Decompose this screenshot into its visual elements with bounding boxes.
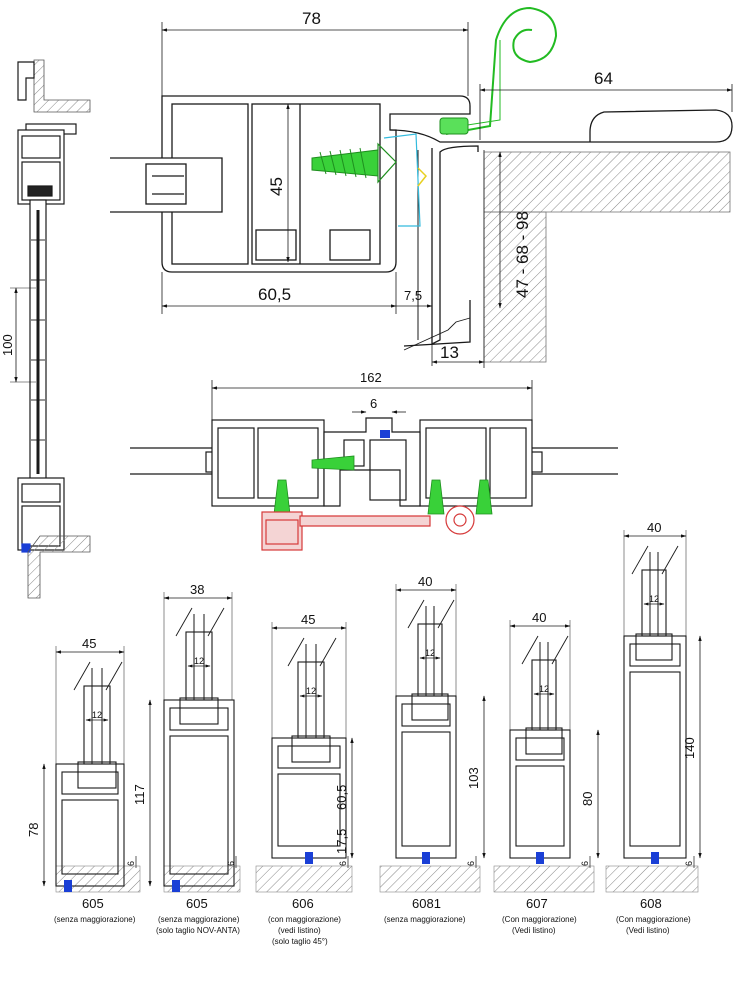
height-label: 78 [26,823,41,837]
top-width-label: 40 [418,574,432,589]
height-label: 60,5 [334,785,349,810]
dim-60-5-label: 60,5 [258,285,291,304]
profile-caption: (solo taglio 45°) [272,937,328,946]
top-section: 78 64 45 60,5 7,5 13 47 - 68 - 98 [110,6,733,368]
left-elevation [10,59,91,599]
profile-code: 605 [186,896,208,911]
profile-caption: (senza maggiorazione) [384,915,466,924]
gasket-icon [536,852,544,864]
seal-icon [445,6,558,135]
hardware-icon [261,505,475,551]
middle-section: 162 6 [130,370,618,551]
base-gap-label: 6 [684,861,694,866]
dim-45-label: 45 [267,177,286,196]
height-label: 140 [682,737,697,759]
height-label: 117 [132,784,147,805]
height2-label: 17,5 [334,829,349,854]
gasket-icon [422,852,430,864]
base-gap-label: 6 [466,861,476,866]
top-width-label: 45 [301,612,315,627]
dim-100-label: 100 [0,334,15,356]
profile-caption: (Con maggiorazione) [616,915,691,924]
wall-side [483,211,547,363]
top-width-label: 45 [82,636,96,651]
profile-code: 605 [82,896,104,911]
profile-code: 607 [526,896,548,911]
top-width-label: 40 [532,610,546,625]
glass-thickness-label: 12 [649,594,659,604]
profile-607-4: 12 40 80 6 607 (Con maggiorazione) (Vedi listi… [493,610,600,935]
glass-thickness-label: 12 [194,656,204,666]
profile-caption: (Vedi listino) [512,926,556,935]
gasket-icon [172,880,180,892]
gasket-icon [305,852,313,864]
base-gap-label: 6 [226,861,236,866]
profile-caption: (senza maggiorazione) [54,915,136,924]
dim-78-label: 78 [302,9,321,28]
gasket-icon [651,852,659,864]
profile-606-2: 12 45 60,5 17,5 6 606 (con maggiorazione) (vedi… [255,612,354,946]
profiles-row: 12 45 78 6 605 (senza maggiorazione) 12 38 117 6 6… [26,520,702,946]
dim-64-label: 64 [594,69,613,88]
profile-caption: (solo taglio NOV-ANTA) [156,926,240,935]
base-gap-label: 6 [338,861,348,866]
top-width-label: 40 [647,520,661,535]
screw-icon [273,455,493,515]
base-gap-label: 6 [580,861,590,866]
glass-thickness-label: 12 [425,648,435,658]
dim-6-label: 6 [370,396,377,411]
profile-caption: (vedi listino) [278,926,321,935]
profile-caption: (Vedi listino) [626,926,670,935]
dim-162-label: 162 [360,370,382,385]
glass-thickness-label: 12 [539,684,549,694]
profile-605-0: 12 45 78 6 605 (senza maggiorazione) [26,636,141,924]
dim-13-label: 13 [440,343,459,362]
wall-top [483,151,731,213]
glass-thickness-label: 12 [92,710,102,720]
profile-605-1: 12 38 117 6 605 (senza maggiorazione) (solo ta… [132,582,241,935]
height-label: 103 [466,767,481,789]
height-label: 80 [580,792,595,806]
base-gap-label: 6 [126,861,136,866]
profile-code: 608 [640,896,662,911]
dim-7-5-label: 7,5 [404,288,422,303]
dim-range-label: 47 - 68 - 98 [513,211,532,298]
profile-caption: (Con maggiorazione) [502,915,577,924]
profile-code: 6081 [412,896,441,911]
top-width-label: 38 [190,582,204,597]
glass-thickness-label: 12 [306,686,316,696]
gasket-icon [380,430,390,438]
profile-608-5: 12 40 140 6 608 (Con maggiorazione) (Vedi list… [605,520,702,935]
profile-code: 606 [292,896,314,911]
profile-caption: (senza maggiorazione) [158,915,240,924]
profile-caption: (con maggiorazione) [268,915,341,924]
gasket-icon [64,880,72,892]
screw-icon [311,142,397,184]
profile-6081-3: 12 40 103 6 6081 (senza maggiorazione) [379,574,486,924]
